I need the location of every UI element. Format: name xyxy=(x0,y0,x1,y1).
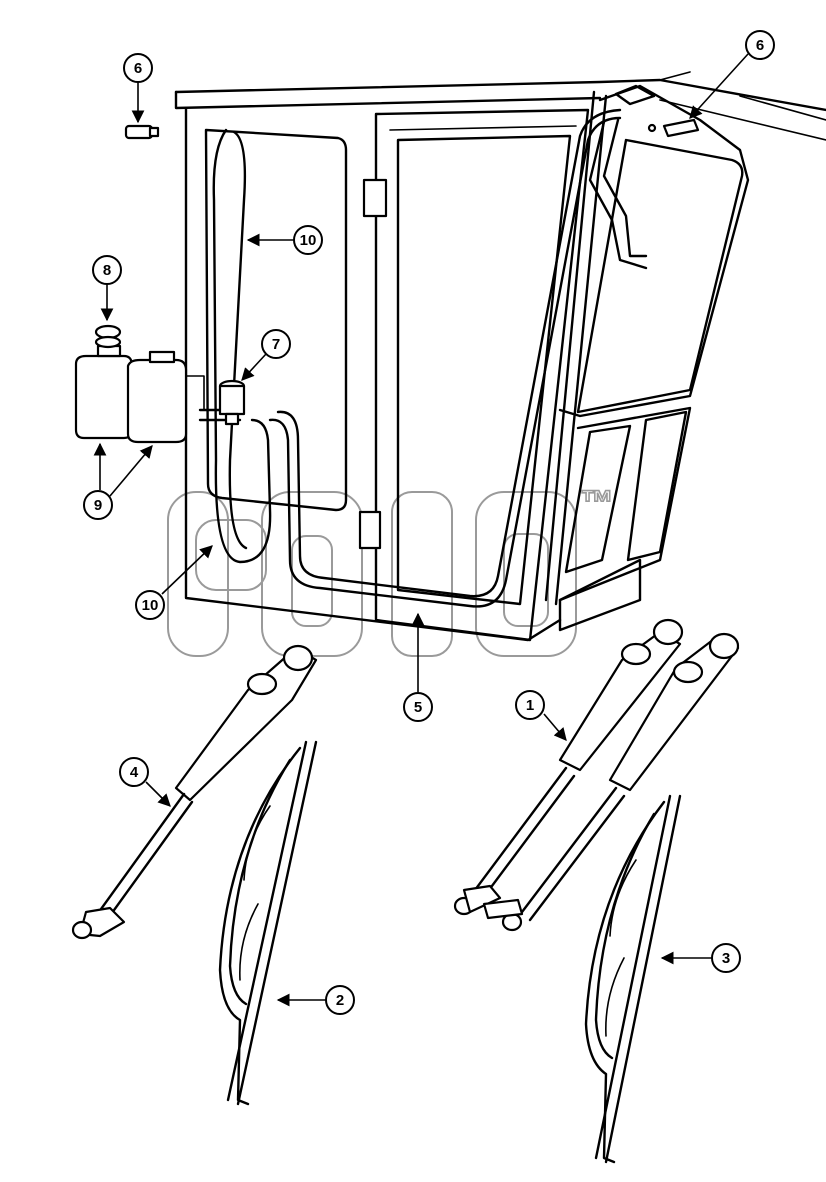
wiper-blade-right xyxy=(584,794,682,1164)
callout-10-lower: 10 xyxy=(135,590,165,620)
callout-4: 4 xyxy=(119,757,149,787)
callout-label: 10 xyxy=(142,597,159,614)
callout-2: 2 xyxy=(325,985,355,1015)
callout-6-left: 6 xyxy=(123,53,153,83)
callout-label: 1 xyxy=(526,697,534,714)
callout-7: 7 xyxy=(261,329,291,359)
callout-label: 10 xyxy=(300,232,317,249)
callout-9: 9 xyxy=(83,490,113,520)
callout-5: 5 xyxy=(403,692,433,722)
callout-label: 7 xyxy=(272,336,280,353)
wiper-arm-left xyxy=(71,644,318,940)
reservoir-cap xyxy=(94,324,122,349)
callout-label: 6 xyxy=(134,60,142,77)
callout-label: 9 xyxy=(94,497,102,514)
washer-reservoir xyxy=(74,344,205,444)
washer-jet-right xyxy=(647,118,700,138)
callout-label: 5 xyxy=(414,699,422,716)
callout-label: 3 xyxy=(722,950,730,967)
washer-jet-left xyxy=(124,124,160,140)
callout-label: 8 xyxy=(103,262,111,279)
cab-frame xyxy=(174,71,826,642)
callout-label: 4 xyxy=(130,764,139,781)
callout-label: 6 xyxy=(756,37,764,54)
wiper-blade-left xyxy=(218,740,318,1106)
callout-1: 1 xyxy=(515,690,545,720)
callout-3: 3 xyxy=(711,943,741,973)
callout-10-upper: 10 xyxy=(293,225,323,255)
watermark-trademark: ™ xyxy=(580,484,614,522)
leader-lines xyxy=(93,53,749,1007)
wiper-arm-pair xyxy=(453,618,740,932)
callout-label: 2 xyxy=(336,992,344,1009)
callout-6-right: 6 xyxy=(745,30,775,60)
callout-8: 8 xyxy=(92,255,122,285)
washer-hoses xyxy=(198,84,656,608)
washer-pump xyxy=(218,379,246,426)
watermark-logo: ™ xyxy=(167,483,615,657)
